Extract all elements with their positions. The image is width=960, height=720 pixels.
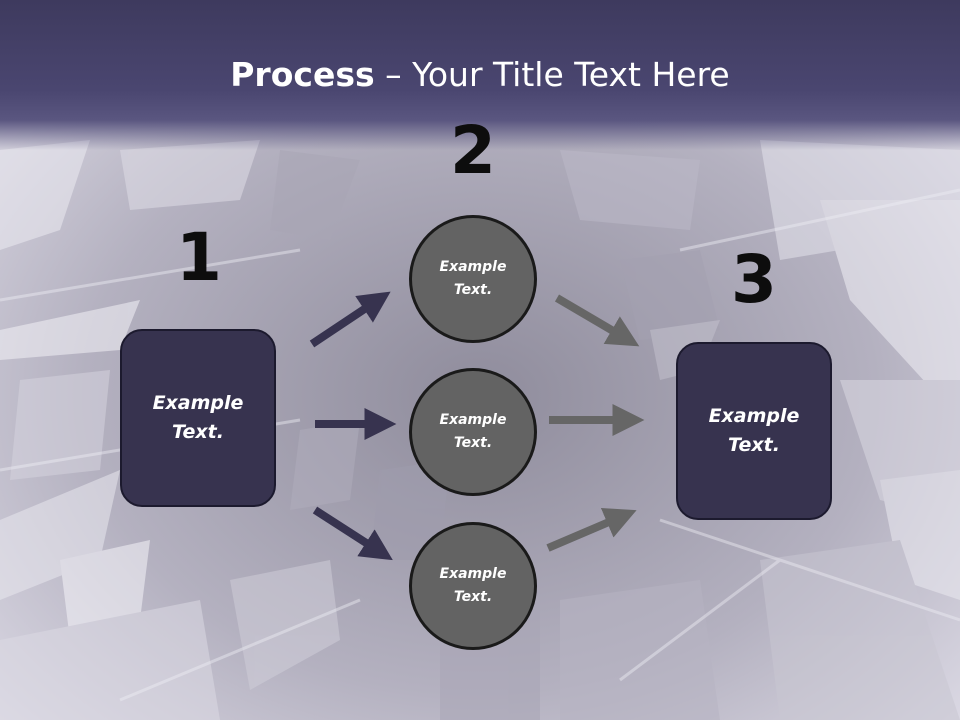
step-1-box: Example Text. xyxy=(120,329,276,507)
arrow-1-to-bottom xyxy=(312,506,393,561)
circle-middle-text: Example Text. xyxy=(439,412,507,451)
arrow-1-to-top xyxy=(309,291,391,348)
circle-top-text: Example Text. xyxy=(439,259,507,298)
title-rest: – Your Title Text Here xyxy=(374,55,730,94)
step-1-text: Example Text. xyxy=(152,392,244,443)
arrow-bottom-to-3 xyxy=(546,508,637,552)
page-title: Process – Your Title Text Here xyxy=(0,52,960,98)
step-2-circle-bottom: Example Text. xyxy=(409,522,537,650)
title-bold: Process xyxy=(230,55,375,94)
step-number-3: 3 xyxy=(731,241,777,318)
step-number-1: 1 xyxy=(176,219,222,296)
circle-bottom-text: Example Text. xyxy=(439,566,507,605)
step-3-box: Example Text. xyxy=(676,342,832,520)
step-2-circle-top: Example Text. xyxy=(409,215,537,343)
arrow-top-to-3 xyxy=(554,294,640,347)
step-3-text: Example Text. xyxy=(708,405,800,456)
step-number-2: 2 xyxy=(450,112,496,189)
title-bar xyxy=(0,0,960,150)
step-2-circle-middle: Example Text. xyxy=(409,368,537,496)
